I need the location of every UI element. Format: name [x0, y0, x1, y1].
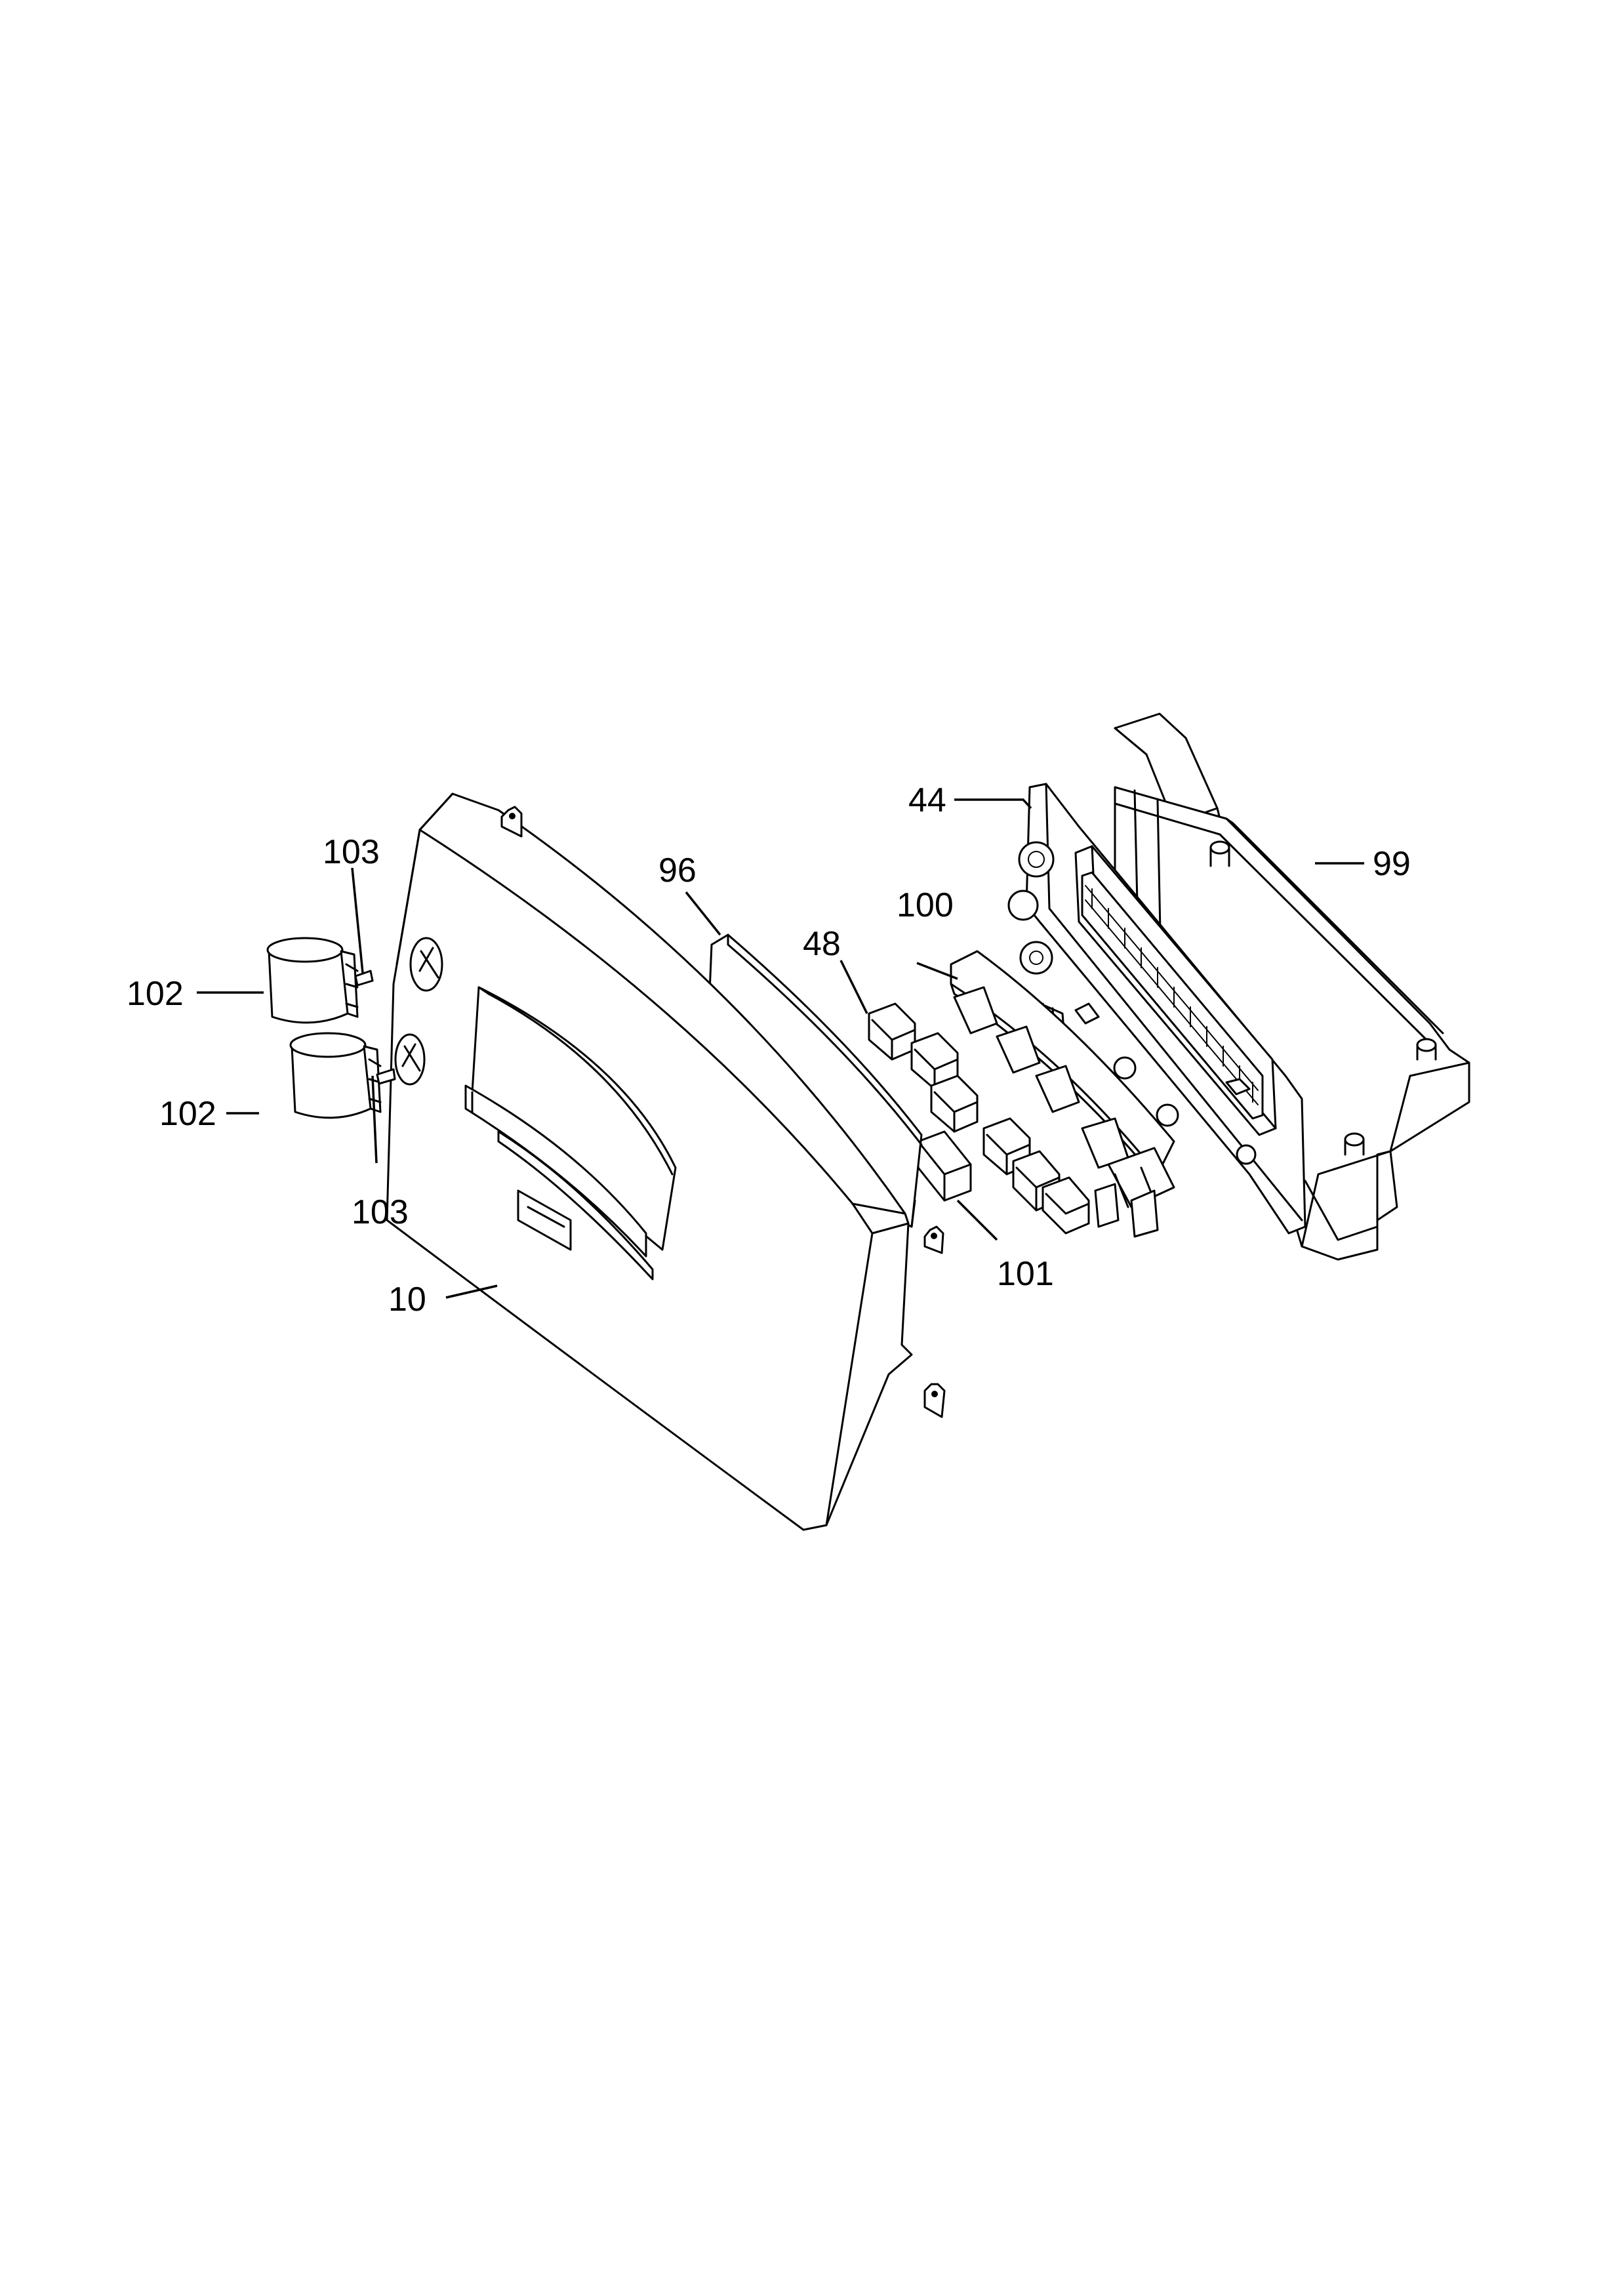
leader-lines [197, 798, 1364, 1299]
callout-101: 101 [997, 1255, 1054, 1293]
buttons-part [868, 1002, 1090, 1235]
callout-48: 48 [803, 925, 841, 963]
front-panel-part [386, 792, 946, 1531]
callout-10: 10 [388, 1281, 426, 1319]
switch-block-part [953, 986, 1175, 1238]
callout-44: 44 [908, 781, 946, 819]
callout-100: 100 [897, 886, 954, 924]
knob-upper-part [266, 937, 359, 1024]
light-guide-part [917, 1130, 972, 1202]
circuit-board-part [1007, 783, 1306, 1235]
callout-102-upper: 102 [127, 975, 184, 1013]
callout-103-lower: 103 [352, 1193, 409, 1231]
shaft-lower-part [376, 1068, 396, 1085]
callout-103-upper: 103 [323, 833, 380, 871]
callout-labels: 10 44 48 96 99 100 101 102 102 103 103 [127, 781, 1411, 1319]
knob-lower-part [289, 1032, 382, 1119]
callout-102-lower: 102 [159, 1095, 216, 1133]
shaft-upper-part [354, 970, 374, 987]
callout-99: 99 [1373, 845, 1411, 883]
callout-96: 96 [658, 851, 697, 890]
